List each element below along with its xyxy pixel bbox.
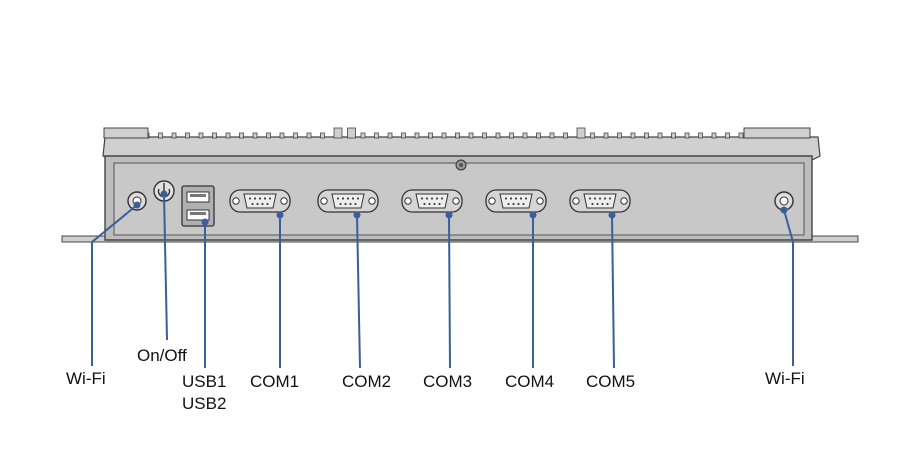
label-com1: COM1 — [250, 372, 300, 391]
heatsink-end-right — [743, 127, 811, 139]
heatsink-fin — [441, 132, 447, 139]
heatsink-fin — [522, 132, 528, 139]
db9-serial-port-icon[interactable] — [569, 189, 631, 213]
leader-on-off-dot — [160, 190, 168, 198]
leader-wifi-right-dot — [780, 206, 788, 214]
db9-serial-port-icon[interactable] — [485, 189, 547, 213]
heatsink-fin — [374, 132, 379, 139]
heatsink-fin — [158, 132, 163, 139]
heatsink-fin — [738, 132, 744, 139]
heatsink-fin — [657, 132, 663, 139]
leader-com1-dot — [276, 211, 284, 219]
label-on-off: On/Off — [137, 346, 187, 365]
heatsink-fin — [306, 132, 312, 139]
leader-on-off — [163, 193, 168, 341]
heatsink-fin — [414, 132, 420, 139]
heatsink-fin — [711, 132, 717, 139]
leader-com5 — [611, 214, 615, 369]
label-wifi-left: Wi-Fi — [66, 369, 106, 388]
label-com4: COM4 — [505, 372, 555, 391]
heatsink-fin — [509, 132, 514, 139]
heatsink-fins — [103, 127, 811, 139]
label-wifi-right: Wi-Fi — [765, 369, 805, 388]
leader-com5-dot — [608, 211, 616, 219]
heatsink-fin — [347, 127, 356, 139]
heatsink-fin — [185, 132, 190, 139]
heatsink-fin — [401, 132, 406, 139]
heatsink-fin — [725, 132, 730, 139]
heatsink-fin — [482, 132, 487, 139]
heatsink-fin — [576, 127, 586, 139]
leader-com4-dot — [529, 211, 537, 219]
leader-wifi-left-dot — [133, 201, 141, 209]
leader-com2 — [356, 214, 361, 369]
com-ports-group — [229, 189, 631, 213]
heatsink-fin — [603, 132, 609, 139]
leader-lines — [91, 190, 794, 369]
heatsink-fin — [495, 132, 501, 139]
label-usb2: USB2 — [182, 394, 227, 413]
leader-wifi-left — [91, 204, 138, 366]
heatsink-fin — [563, 132, 568, 139]
db9-serial-port-icon[interactable] — [401, 189, 463, 213]
heatsink-fin — [387, 132, 393, 139]
label-com2: COM2 — [342, 372, 392, 391]
heatsink-fin — [428, 132, 433, 139]
heatsink-fin — [698, 132, 703, 139]
heatsink-fin — [225, 132, 231, 139]
leader-wifi-right — [783, 209, 794, 366]
heatsink-fin — [671, 132, 676, 139]
heatsink-fin — [536, 132, 541, 139]
heatsink-fin — [630, 132, 636, 139]
heatsink-fin — [455, 132, 460, 139]
leader-com3 — [448, 214, 451, 369]
heatsink-fin — [266, 132, 271, 139]
heatsink-fin — [590, 132, 595, 139]
label-com5: COM5 — [586, 372, 636, 391]
heatsink-fin — [333, 127, 343, 139]
heatsink-fin — [617, 132, 622, 139]
heatsink-fin — [549, 132, 555, 139]
db9-serial-port-icon[interactable] — [229, 189, 291, 213]
heatsink-fin — [252, 132, 258, 139]
usb-port-icon[interactable] — [181, 185, 215, 227]
antenna-connector-icon[interactable] — [774, 191, 794, 211]
heatsink-fin — [212, 132, 217, 139]
heatsink-end-left — [103, 127, 149, 139]
ground-screw-icon — [455, 159, 467, 171]
db9-serial-port-icon[interactable] — [317, 189, 379, 213]
heatsink-fin — [468, 132, 474, 139]
heatsink-fin — [239, 132, 244, 139]
label-usb1: USB1 — [182, 372, 227, 391]
leader-com2-dot — [353, 211, 361, 219]
heatsink-fin — [360, 132, 366, 139]
heatsink-fin — [293, 132, 298, 139]
heatsink-fin — [171, 132, 177, 139]
heatsink-fin — [279, 132, 285, 139]
leader-com3-dot — [445, 211, 453, 219]
leader-usb-dot — [201, 218, 209, 226]
heatsink-fin — [684, 132, 690, 139]
heatsink-fin — [644, 132, 649, 139]
label-com3: COM3 — [423, 372, 473, 391]
heatsink-fin — [320, 132, 325, 139]
heatsink-fin — [198, 132, 204, 139]
